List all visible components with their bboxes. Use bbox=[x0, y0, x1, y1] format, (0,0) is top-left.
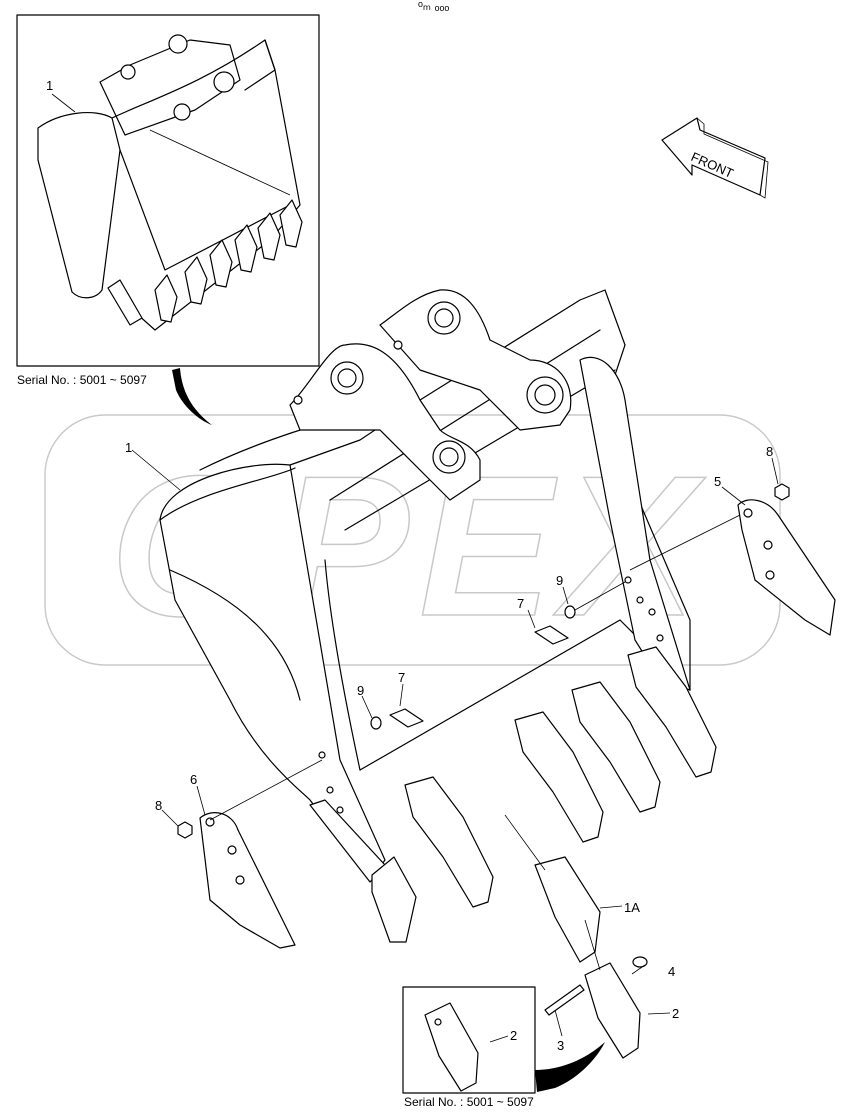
inset-bottom: 2 Serial No. : 5001 ~ 5097 bbox=[402, 986, 605, 1109]
main-bucket-drawing bbox=[131, 289, 836, 1059]
front-arrow-icon: FRONT bbox=[661, 117, 769, 199]
inset-bucket-drawing bbox=[37, 34, 303, 331]
callout-2: 2 bbox=[672, 1006, 679, 1021]
callout-8-right: 8 bbox=[766, 444, 773, 459]
callout-6: 6 bbox=[190, 772, 197, 787]
callout-1a: 1A bbox=[624, 900, 640, 915]
inset-bottom-frame bbox=[402, 986, 536, 1094]
inset-bottom-callout: 2 bbox=[510, 1028, 517, 1043]
inset-bottom-arrow bbox=[535, 1042, 605, 1092]
callout-4: 4 bbox=[668, 964, 675, 979]
callout-7-left: 7 bbox=[398, 670, 405, 685]
inset-bottom-serial: Serial No. : 5001 ~ 5097 bbox=[404, 1095, 534, 1109]
callout-3: 3 bbox=[557, 1038, 564, 1053]
callout-7-right: 7 bbox=[517, 596, 524, 611]
callout-9-right: 9 bbox=[556, 573, 563, 588]
inset-top-serial: Serial No. : 5001 ~ 5097 bbox=[17, 373, 147, 387]
callout-5: 5 bbox=[714, 474, 721, 489]
page-mark: ᵒₘ ₒₒₒ bbox=[418, 0, 449, 13]
callout-9-left: 9 bbox=[357, 683, 364, 698]
callout-1: 1 bbox=[125, 440, 132, 455]
callout-8-left: 8 bbox=[155, 798, 162, 813]
inset-top: 1 Serial No. : 5001 ~ 5097 bbox=[16, 14, 320, 425]
inset-top-callout: 1 bbox=[46, 78, 53, 93]
inset-top-frame bbox=[16, 14, 320, 367]
inset-top-arrow bbox=[172, 368, 212, 425]
